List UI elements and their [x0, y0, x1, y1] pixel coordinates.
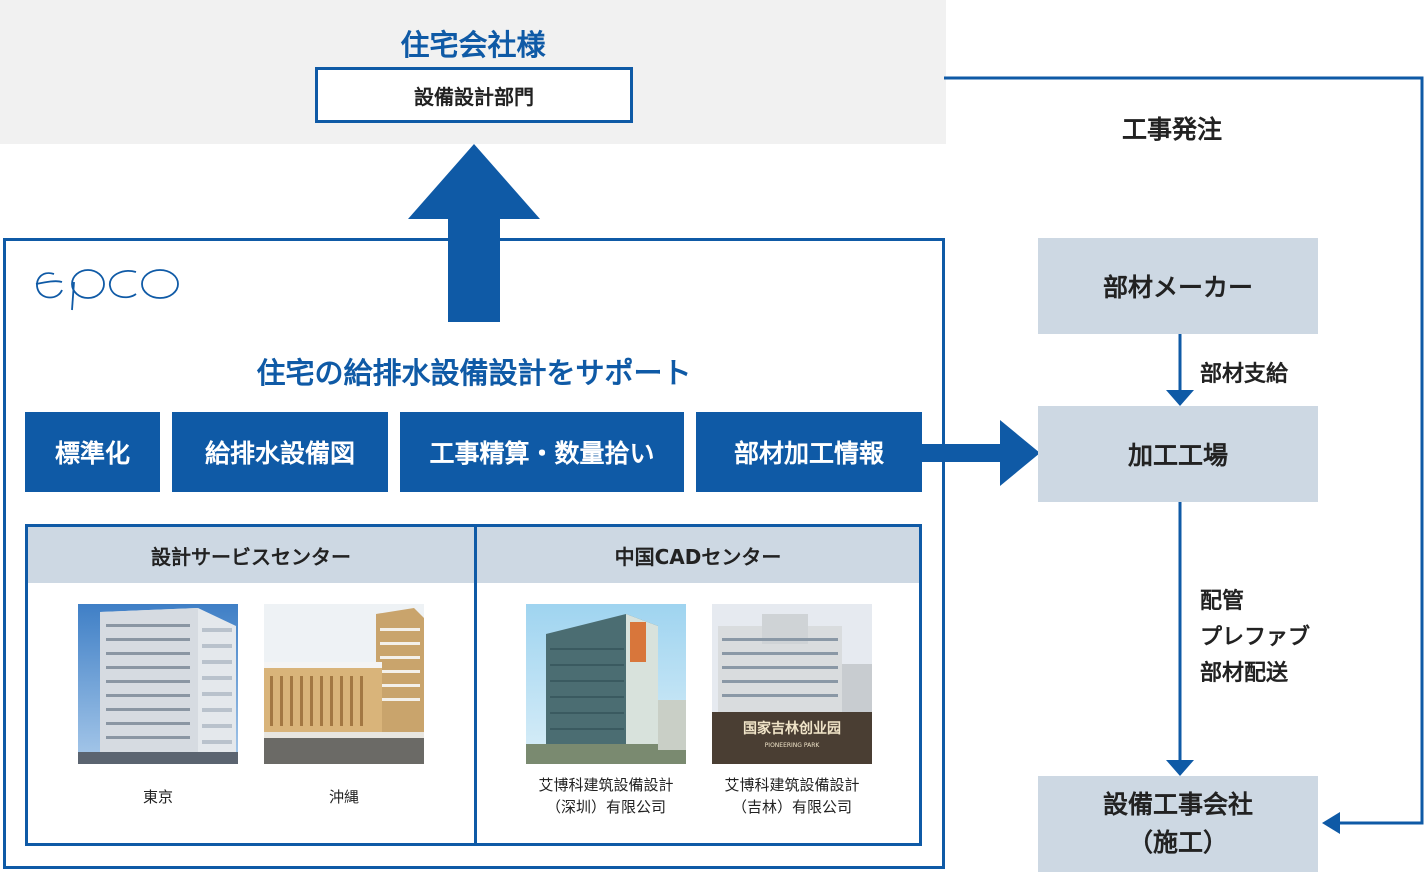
delivery-label-line3: 部材配送	[1200, 661, 1289, 686]
shenzhen-caption-line2: （深圳）有限公司	[545, 798, 666, 816]
delivery-label-line1: 配管	[1200, 589, 1245, 614]
support-title: 住宅の給排水設備設計をサポート	[256, 356, 692, 390]
park-sign-subtext: PIONEERING PARK	[765, 742, 821, 749]
order-connector	[944, 76, 1424, 834]
factory-box: 加工工場	[1038, 406, 1318, 502]
shenzhen-caption-line1: 艾博科建筑設備設計	[538, 776, 674, 794]
service-standardization: 標準化	[25, 412, 160, 492]
jilin-building-photo: 国家吉林创业园 PIONEERING PARK	[712, 604, 872, 764]
jilin-caption-line2: （吉林）有限公司	[731, 798, 852, 816]
up-arrow	[408, 144, 540, 322]
supply-arrow	[1166, 334, 1194, 406]
contractor-box: 設備工事会社 （施工）	[1038, 776, 1318, 872]
service-estimation: 工事精算・数量拾い	[400, 412, 684, 492]
okinawa-caption: 沖縄	[328, 788, 359, 806]
delivery-label-line2: プレファブ	[1200, 625, 1311, 650]
contractor-line2: （施工）	[1127, 828, 1228, 857]
park-sign-text: 国家吉林创业园	[743, 720, 841, 737]
parts-maker-box: 部材メーカー	[1038, 238, 1318, 334]
jilin-caption: 艾博科建筑設備設計 （吉林）有限公司	[692, 774, 892, 818]
china-center-title: 中国CADセンター	[477, 527, 919, 583]
right-arrow	[920, 420, 1040, 486]
order-label: 工事発注	[1122, 115, 1223, 144]
contractor-line1: 設備工事会社	[1102, 790, 1253, 819]
client-title: 住宅会社様	[400, 28, 546, 62]
tokyo-caption: 東京	[142, 788, 173, 806]
delivery-arrow	[1166, 502, 1194, 776]
supply-label: 部材支給	[1200, 362, 1289, 387]
shenzhen-caption: 艾博科建筑設備設計 （深圳）有限公司	[506, 774, 706, 818]
service-parts-processing: 部材加工情報	[696, 412, 922, 492]
jilin-caption-line1: 艾博科建筑設備設計	[724, 776, 860, 794]
shenzhen-building-photo	[526, 604, 686, 764]
delivery-label: 配管 プレファブ 部材配送	[1200, 584, 1310, 692]
tokyo-building-photo	[78, 604, 238, 764]
service-plumbing-drawing: 給排水設備図	[172, 412, 388, 492]
epco-logo	[35, 269, 179, 311]
okinawa-building-photo	[264, 604, 424, 764]
client-department-box: 設備設計部門	[315, 67, 633, 123]
design-center-title: 設計サービスセンター	[28, 527, 474, 583]
